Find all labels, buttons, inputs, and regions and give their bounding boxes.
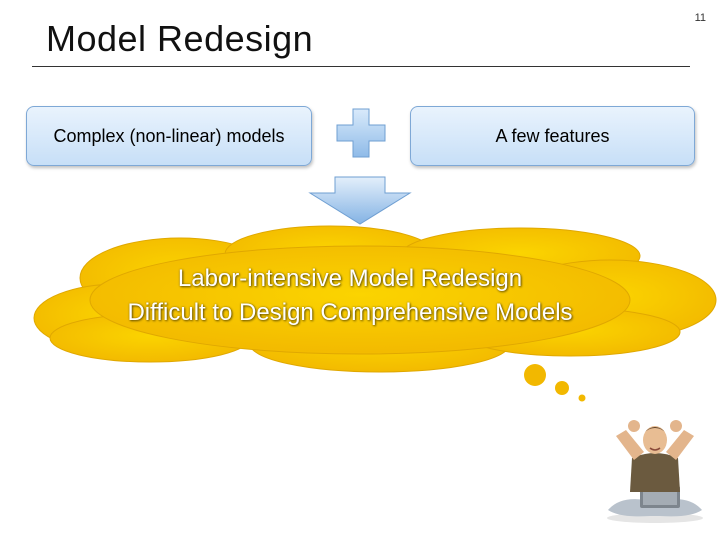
page-number: 11 [694, 12, 706, 24]
complex-models-label: Complex (non-linear) models [53, 125, 285, 146]
few-features-label: A few features [495, 125, 610, 146]
thought-bubble-large [524, 364, 546, 386]
title-underline [32, 66, 690, 67]
thought-bubble-medium [555, 381, 569, 395]
cloud-line-2: Difficult to Design Comprehensive Models [127, 299, 573, 326]
complex-models-box: Complex (non-linear) models [26, 106, 312, 166]
few-features-box: A few features [410, 106, 695, 166]
cloud-message: Labor-intensive Model Redesign Difficult… [40, 262, 660, 330]
slide-title: Model Redesign [46, 18, 314, 59]
cloud-line-1: Labor-intensive Model Redesign [177, 265, 523, 292]
plus-icon [336, 108, 386, 158]
thought-bubble-small [578, 394, 586, 402]
down-arrow-icon [308, 176, 412, 225]
thought-cloud [33, 225, 717, 402]
frustrated-man-illustration [607, 420, 703, 523]
